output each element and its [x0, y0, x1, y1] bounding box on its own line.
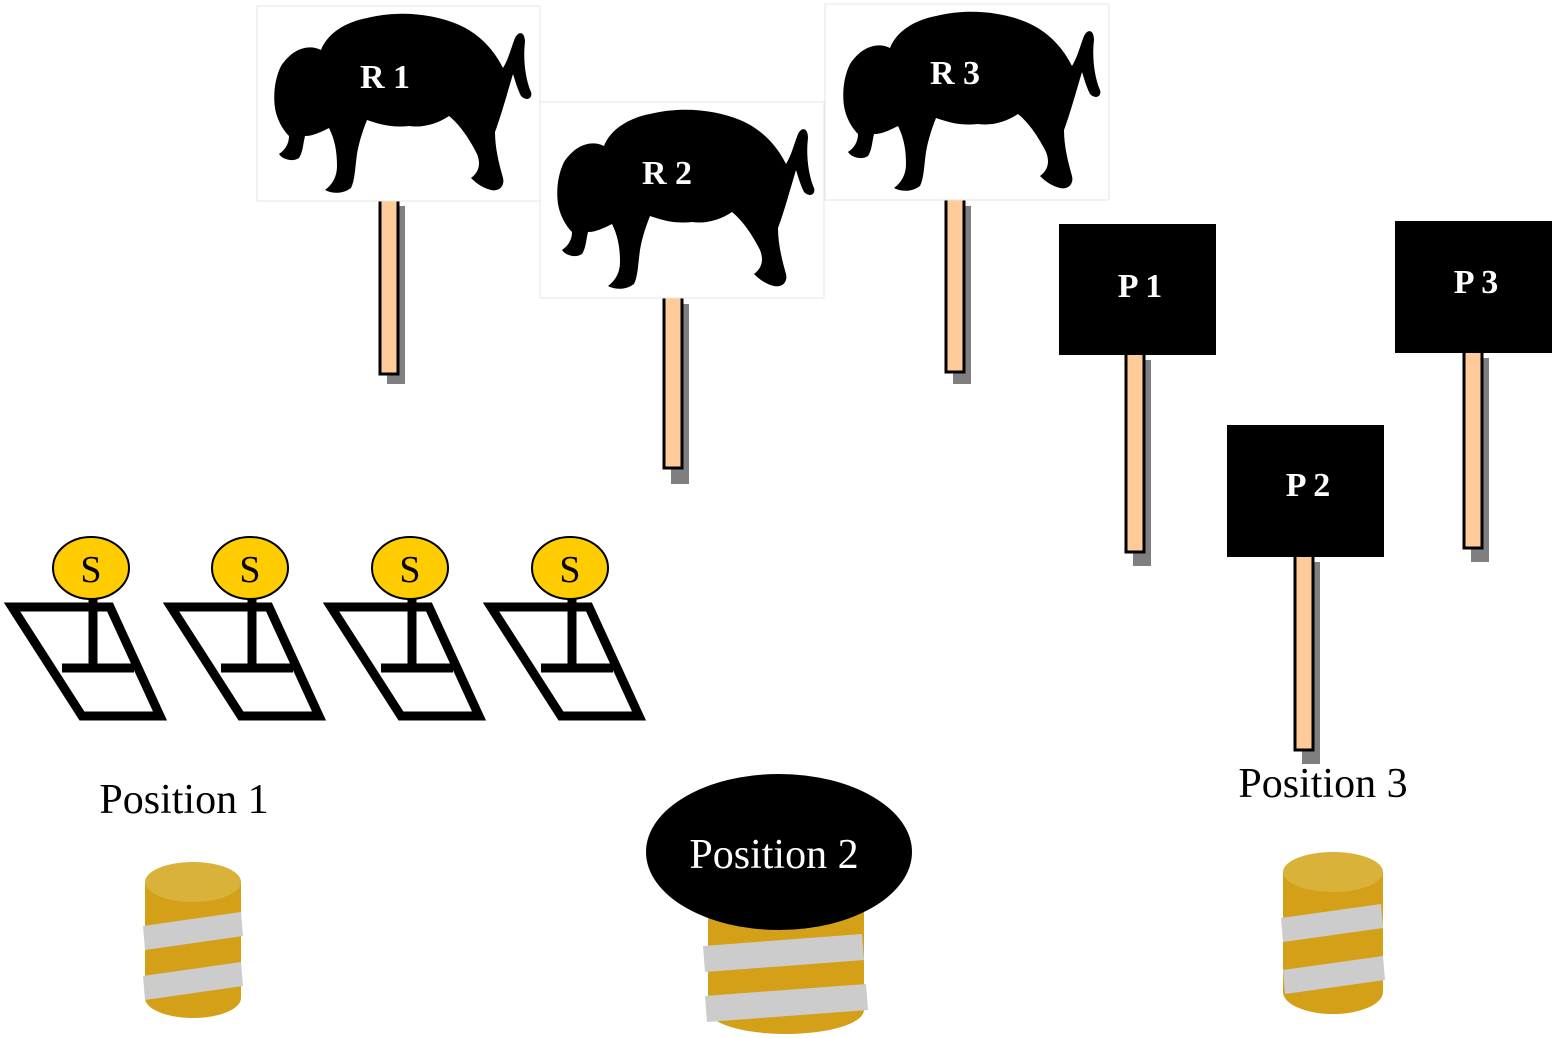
rifle-target-r1: R 1	[256, 5, 541, 384]
target-card	[1227, 425, 1384, 557]
steel-target-2: S	[162, 536, 327, 721]
steel-plate-icon	[52, 536, 130, 600]
position-label: Position 2	[689, 832, 858, 878]
pistol-target-p2: P 2	[1227, 425, 1384, 764]
stake	[378, 196, 400, 376]
stake	[1462, 348, 1484, 550]
position-highlight	[646, 774, 912, 930]
barrel-icon	[1281, 852, 1385, 1014]
steel-plate-label: S	[559, 549, 580, 591]
rifle-target-label: R 1	[360, 59, 410, 96]
stake	[1293, 552, 1315, 752]
steel-plate-icon	[211, 536, 289, 600]
steel-stand	[482, 602, 647, 721]
steel-plate-icon	[371, 536, 449, 600]
rifle-target-r3: R 3	[824, 3, 1110, 384]
steel-stand	[3, 602, 168, 721]
steel-plate-label: S	[399, 549, 420, 591]
barrel-icon	[143, 862, 243, 1018]
steel-target-4: S	[482, 536, 647, 721]
pistol-target-p1: P 1	[1059, 224, 1216, 566]
steel-stand	[162, 602, 327, 721]
shooting-position-1: Position 1	[99, 777, 269, 1018]
pistol-target-p3: P 3	[1395, 221, 1552, 562]
target-card	[1059, 224, 1216, 355]
position-label: Position 1	[99, 777, 268, 823]
shooting-position-2: Position 2	[646, 774, 912, 1034]
steel-plate-label: S	[80, 549, 101, 591]
steel-target-1: S	[3, 536, 168, 721]
steel-plate-icon	[531, 536, 609, 600]
steel-target-3: S	[322, 536, 487, 721]
steel-plate-label: S	[239, 549, 260, 591]
steel-stand	[322, 602, 487, 721]
rifle-target-label: R 2	[642, 155, 692, 192]
target-card	[1395, 221, 1552, 353]
position-label: Position 3	[1238, 761, 1407, 807]
pistol-target-label: P 2	[1286, 467, 1330, 504]
stake	[944, 196, 966, 374]
rifle-target-label: R 3	[930, 55, 980, 92]
stake	[662, 294, 684, 470]
rifle-target-r2: R 2	[539, 101, 825, 484]
pistol-target-label: P 1	[1118, 268, 1162, 305]
stake	[1124, 350, 1146, 554]
shooting-position-3: Position 3	[1238, 761, 1408, 1014]
pistol-target-label: P 3	[1454, 264, 1498, 301]
